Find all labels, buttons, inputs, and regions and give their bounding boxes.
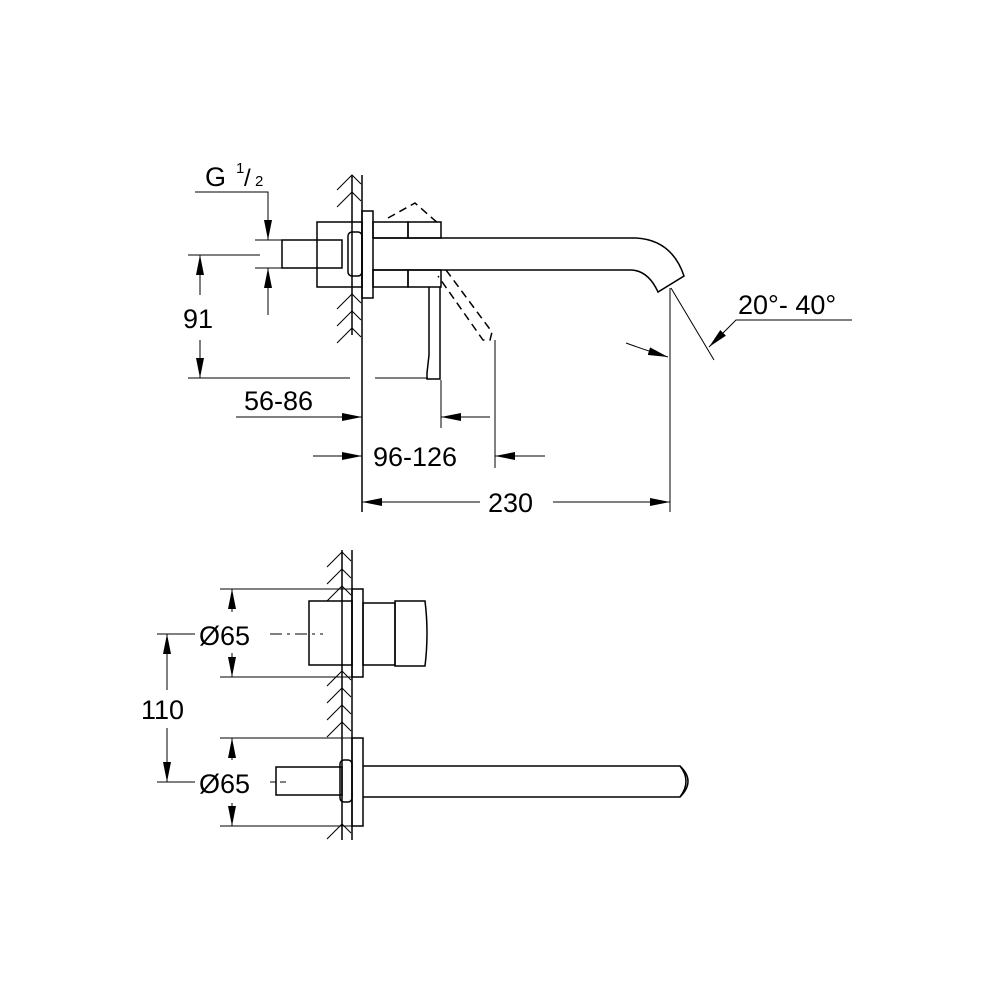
handle-collar-bottom (372, 269, 409, 288)
dim-110-label: 110 (141, 695, 184, 725)
upper-dia-label: Ø65 (199, 621, 250, 651)
spout-outlet (679, 765, 689, 798)
wall-hatch-top (336, 174, 362, 344)
hatch-mark (326, 551, 352, 568)
hatch-mark (336, 327, 362, 344)
hatch-mark (326, 568, 352, 585)
thread-label-num: 1 (236, 160, 244, 177)
lever-handle (426, 287, 441, 380)
hatch-mark (336, 191, 362, 208)
upper-wall-plate (351, 588, 364, 678)
handle-body-top (407, 221, 442, 239)
handle-body-bottom (407, 269, 442, 288)
wall-hatch-bottom (326, 551, 352, 840)
thread-label-slash: / (244, 165, 251, 192)
spout-top-view (363, 765, 687, 798)
wall-plate (361, 210, 374, 299)
spout (373, 237, 685, 294)
thread-leader-down (195, 191, 272, 240)
dim-96-126-label: 96-126 (373, 442, 457, 472)
angle-arc-arrow (625, 342, 669, 358)
dim-91-label: 91 (183, 304, 213, 334)
inlet-rosette (347, 231, 363, 277)
hatch-mark (336, 174, 362, 191)
dim-230-label: 230 (488, 488, 533, 518)
hatch-mark (326, 721, 352, 738)
angle-line (670, 287, 715, 361)
thread-label-den: 2 (255, 173, 263, 190)
front-view: Ø65 110 Ø65 (141, 550, 689, 840)
hatch-mark (326, 585, 352, 602)
inlet-pipe (281, 239, 343, 269)
angle-label: 20°- 40° (738, 290, 836, 320)
hatch-mark (336, 293, 362, 310)
hatch-mark (326, 670, 352, 687)
lower-dia-label: Ø65 (199, 769, 250, 799)
hatch-mark (326, 704, 352, 721)
hatch-mark (336, 310, 362, 327)
side-view: G 1 / 2 91 56-86 96-126 230 20°- (183, 160, 852, 518)
handle-collar (362, 602, 396, 666)
lower-inlet-pipe (275, 766, 343, 796)
hatch-mark (326, 687, 352, 704)
handle-rosette-body (308, 600, 353, 666)
angle-leader (708, 319, 852, 348)
lever-rotated-dashed (387, 202, 493, 341)
handle-cap (394, 600, 428, 667)
thread-label-g: G (205, 162, 226, 192)
handle-collar-top (372, 221, 409, 239)
dim-56-86-label: 56-86 (244, 386, 313, 416)
lower-wall-plate (351, 737, 364, 827)
